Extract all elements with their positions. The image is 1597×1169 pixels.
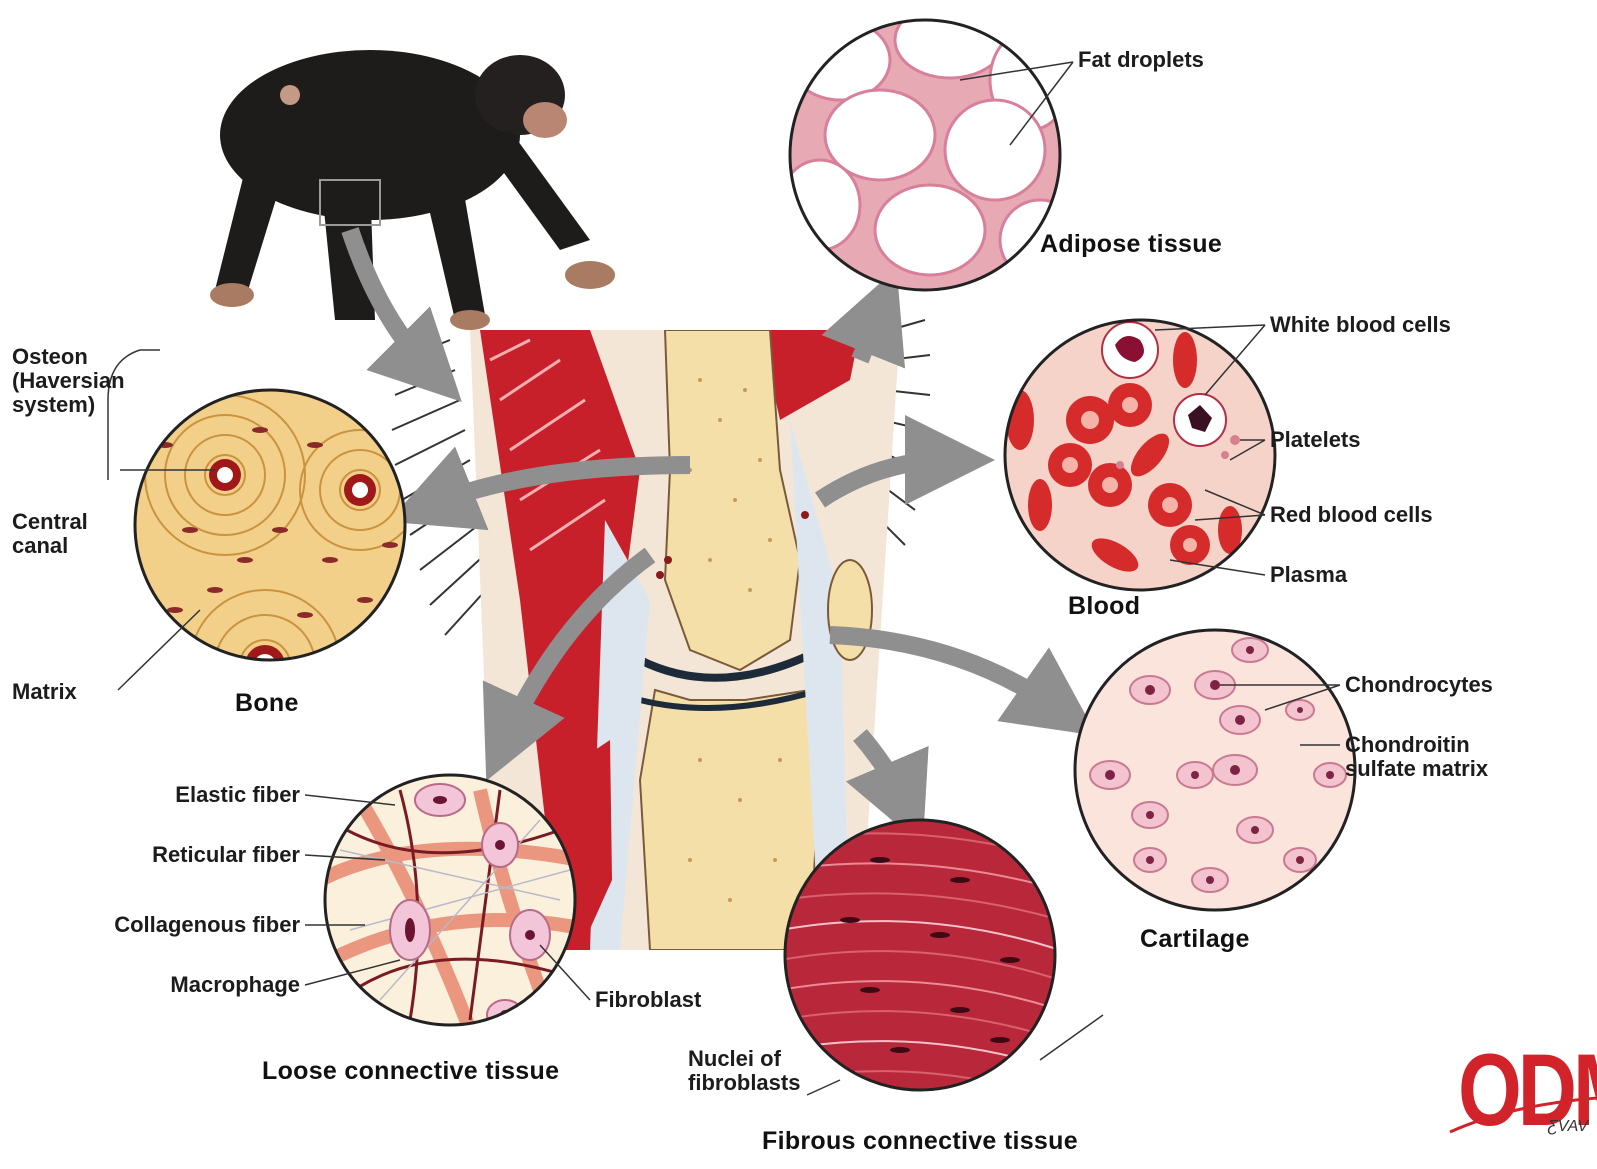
adipose-tissue-circle	[780, 2, 1080, 290]
fibroblast-label: Fibroblast	[595, 988, 701, 1012]
central-canal-label-line1: Central	[12, 510, 88, 534]
osteon-label-line3: system)	[12, 393, 95, 417]
cartilage-title: Cartilage	[1140, 925, 1250, 953]
fibrous-connective-tissue-circle	[780, 820, 1060, 1100]
chondroitin-label-line1: Chondroitin	[1345, 733, 1470, 757]
bone-circle	[135, 390, 420, 740]
collagenous-fiber-label: Collagenous fiber	[40, 913, 300, 937]
adipose-tissue-title: Adipose tissue	[1040, 230, 1222, 258]
chondrocytes-label: Chondrocytes	[1345, 673, 1493, 697]
nuclei-of-fibroblasts-line1: Nuclei of	[688, 1047, 781, 1071]
chondroitin-label-line2: sulfate matrix	[1345, 757, 1488, 781]
macrophage-label: Macrophage	[60, 973, 300, 997]
chimpanzee-illustration	[210, 50, 615, 330]
red-blood-cells-label: Red blood cells	[1270, 503, 1433, 527]
reticular-fiber-label: Reticular fiber	[60, 843, 300, 867]
blood-title: Blood	[1068, 592, 1140, 620]
elastic-fiber-label: Elastic fiber	[60, 783, 300, 807]
platelets-label: Platelets	[1270, 428, 1361, 452]
bone-matrix-label: Matrix	[12, 680, 77, 704]
fibrous-connective-tissue-title: Fibrous connective tissue	[762, 1127, 1078, 1155]
white-blood-cells-label: White blood cells	[1270, 313, 1451, 337]
fat-droplets-label: Fat droplets	[1078, 48, 1204, 72]
bone-title: Bone	[235, 689, 299, 717]
odm-logo-subtext: ƸVAV	[1548, 1118, 1588, 1136]
central-canal-label-line2: canal	[12, 534, 68, 558]
cartilage-circle	[1075, 630, 1355, 910]
osteon-label-line2: (Haversian	[12, 369, 125, 393]
osteon-label-line1: Osteon	[12, 345, 88, 369]
loose-connective-tissue-title: Loose connective tissue	[262, 1057, 559, 1085]
nuclei-of-fibroblasts-line2: fibroblasts	[688, 1071, 800, 1095]
plasma-label: Plasma	[1270, 563, 1347, 587]
